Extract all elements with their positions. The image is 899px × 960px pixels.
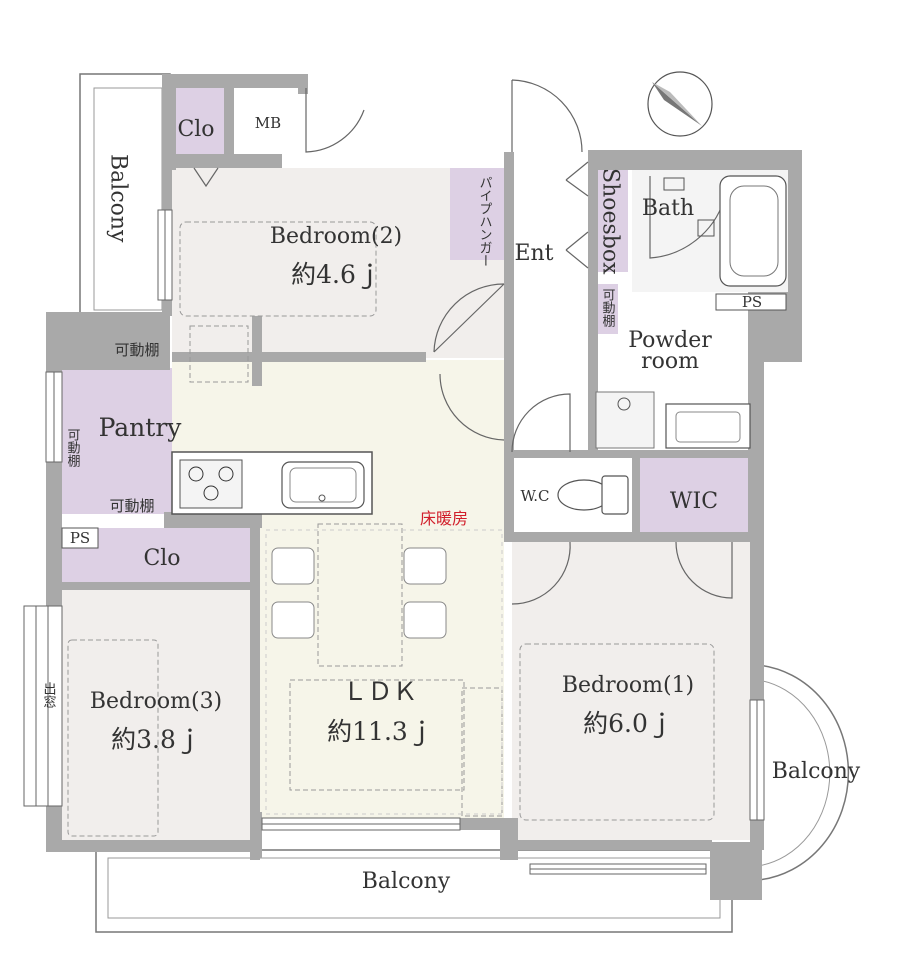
shelf-side-label: 可動棚 (65, 428, 81, 467)
bedroom3-name: Bedroom(3) (90, 689, 222, 714)
balcony-left-area (79, 73, 171, 315)
bedroom3-size: 約3.8ｊ (111, 725, 201, 754)
ldk-name: ＬＤＫ (342, 677, 417, 706)
ldk-size: 約11.3ｊ (327, 717, 433, 746)
powder-line2: room (641, 349, 699, 374)
floor-heating-area (265, 529, 503, 815)
ps-right-box (715, 293, 787, 311)
clo-top-label: Clo (177, 117, 214, 142)
ps-left-label: PS (70, 529, 90, 547)
clo-mid-label: Clo (143, 546, 180, 571)
balcony-right-label: Balcony (772, 759, 861, 784)
powder-fixtures (595, 391, 751, 449)
shelf-powder-fill (596, 284, 618, 334)
bedroom3-floor (62, 590, 252, 848)
bedroom1-name: Bedroom(1) (562, 673, 694, 698)
dining-chairs (271, 547, 447, 639)
wic-fill (640, 456, 748, 534)
shoesbox-label: Shoesbox (598, 168, 623, 275)
wc-label: W.C (520, 487, 549, 505)
balcony-left-label: Balcony (106, 154, 131, 243)
ps-right-label: PS (742, 293, 762, 311)
bedroom2-name: Bedroom(2) (270, 224, 402, 249)
pantry-label: Pantry (99, 413, 183, 442)
clo-top-fill (172, 86, 224, 154)
bedroom2-size: 約4.6ｊ (291, 260, 381, 289)
shelf-powder-label: 可動棚 (600, 288, 616, 327)
entrance-floor (512, 152, 592, 452)
mb-label: MB (255, 114, 281, 132)
bathtub (663, 175, 787, 287)
pantry-fill (62, 368, 172, 514)
bay-window-label: 出窓 (41, 682, 57, 708)
wic-label: WIC (670, 489, 718, 514)
powder-line1: Powder (628, 328, 712, 353)
bath-label: Bath (642, 196, 694, 221)
kitchen-counter (171, 451, 373, 515)
dining-table (67, 221, 715, 837)
bedroom1-size: 約6.0ｊ (583, 709, 673, 738)
doors (193, 79, 733, 605)
toilet (557, 475, 629, 515)
windows (23, 209, 765, 875)
ent-label: Ent (514, 241, 553, 266)
north-arrow-icon (647, 71, 713, 137)
floor-heating-label: 床暖房 (420, 509, 468, 528)
shelf-top-label: 可動棚 (114, 341, 159, 359)
balcony-bottom-label: Balcony (362, 869, 451, 894)
balcony-right-area (757, 664, 850, 881)
ps-left-box (61, 527, 99, 549)
pipe-hanger-fill (450, 168, 506, 260)
shelf-bottom-label: 可動棚 (109, 497, 154, 515)
pipe-hanger-label: パイプハンガー (477, 176, 493, 267)
bedroom1-floor (512, 540, 750, 840)
